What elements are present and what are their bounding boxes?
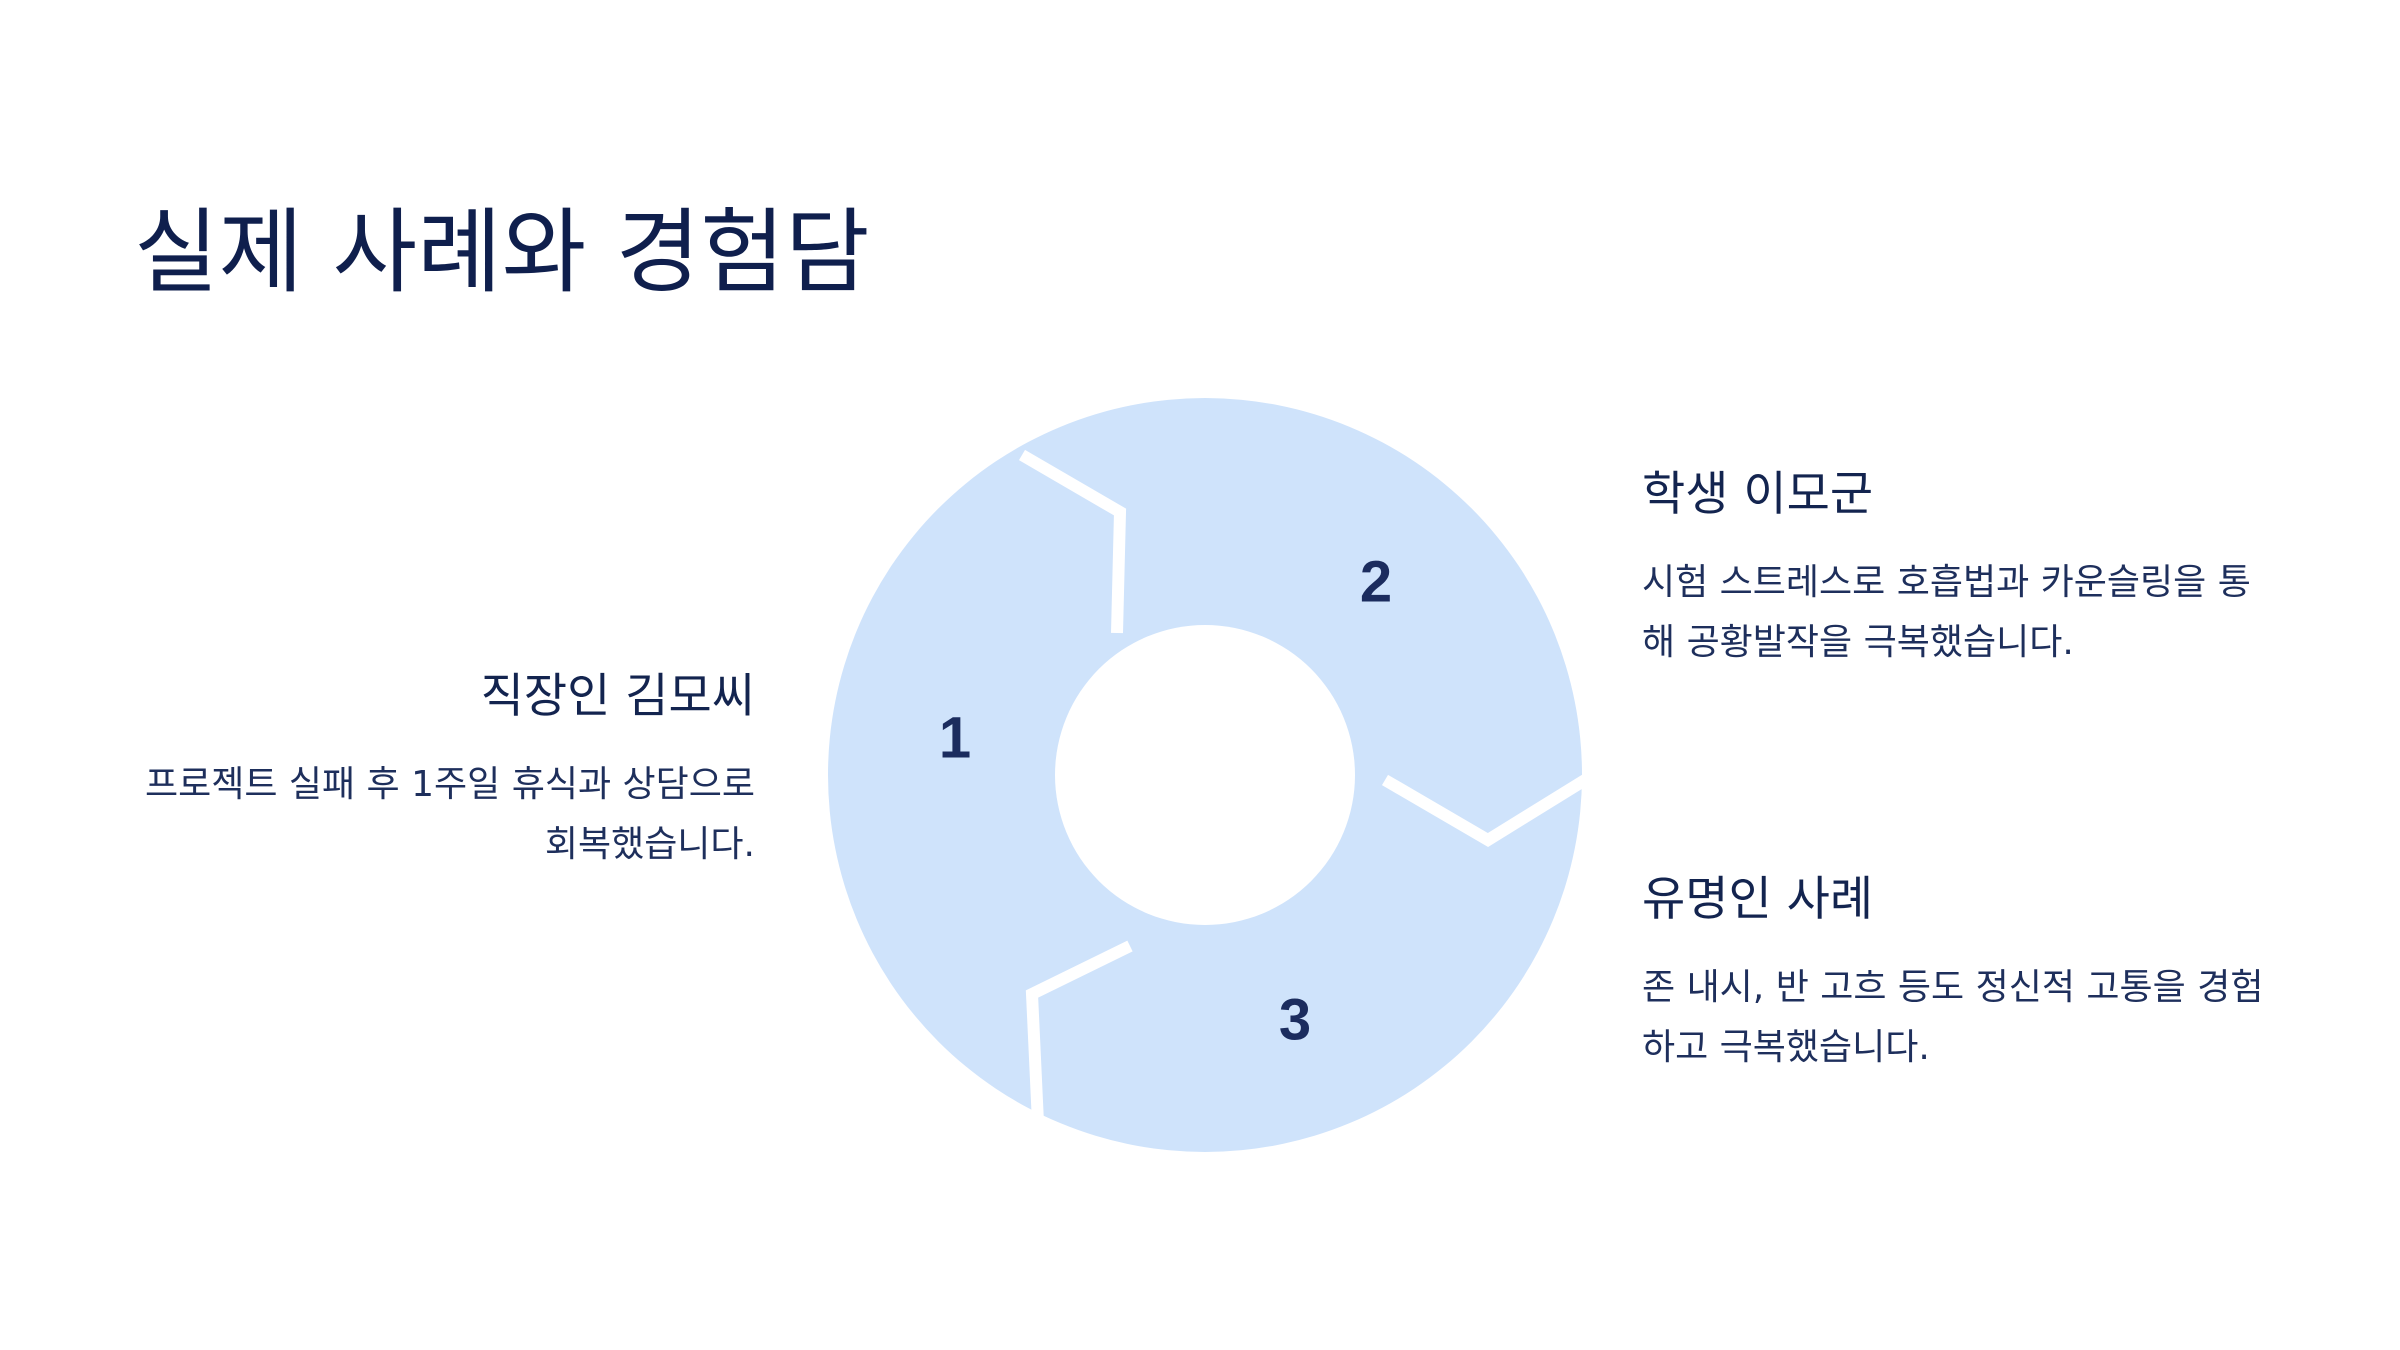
page-title: 실제 사례와 경험담 (134, 199, 870, 306)
case-description-line: 회복했습니다. (544, 823, 755, 865)
case-description-line: 프로젝트 실패 후 1주일 휴식과 상담으로 (144, 763, 755, 805)
case-title: 학생 이모군 (1642, 467, 1874, 522)
case-description-line: 하고 극복했습니다. (1642, 1026, 1930, 1068)
segment-number-2: 2 (1360, 549, 1392, 614)
divider-3-1 (1025, 940, 1133, 1124)
case-description-line: 해 공황발작을 극복했습니다. (1642, 621, 2074, 663)
case-description: 시험 스트레스로 호흡법과 카운슬링을 통 해 공황발작을 극복했습니다. (1642, 553, 2272, 673)
cycle-diagram-svg: 1 2 3 (828, 398, 1589, 1152)
case-office-worker: 직장인 김모씨 프로젝트 실패 후 1주일 휴식과 상담으로 회복했습니다. (125, 668, 755, 875)
divider-1-2 (1018, 449, 1127, 634)
segment-number-1: 1 (939, 705, 971, 770)
case-description: 존 내시, 반 고흐 등도 정신적 고통을 경험 하고 극복했습니다. (1642, 958, 2272, 1078)
case-description-line: 시험 스트레스로 호흡법과 카운슬링을 통 (1642, 561, 2251, 603)
case-title: 유명인 사례 (1642, 872, 1874, 927)
case-title: 직장인 김모씨 (480, 669, 755, 724)
case-student: 학생 이모군 시험 스트레스로 호흡법과 카운슬링을 통 해 공황발작을 극복했… (1642, 466, 2272, 673)
divider-2-3 (1381, 774, 1589, 847)
case-description-line: 존 내시, 반 고흐 등도 정신적 고통을 경험 (1642, 966, 2264, 1008)
case-celebrity: 유명인 사례 존 내시, 반 고흐 등도 정신적 고통을 경험 하고 극복했습니… (1642, 871, 2272, 1078)
cycle-diagram: 1 2 3 (820, 390, 1590, 1160)
case-description: 프로젝트 실패 후 1주일 휴식과 상담으로 회복했습니다. (125, 755, 755, 875)
segment-number-3: 3 (1279, 987, 1311, 1052)
diagram-center-hole (1055, 625, 1355, 925)
